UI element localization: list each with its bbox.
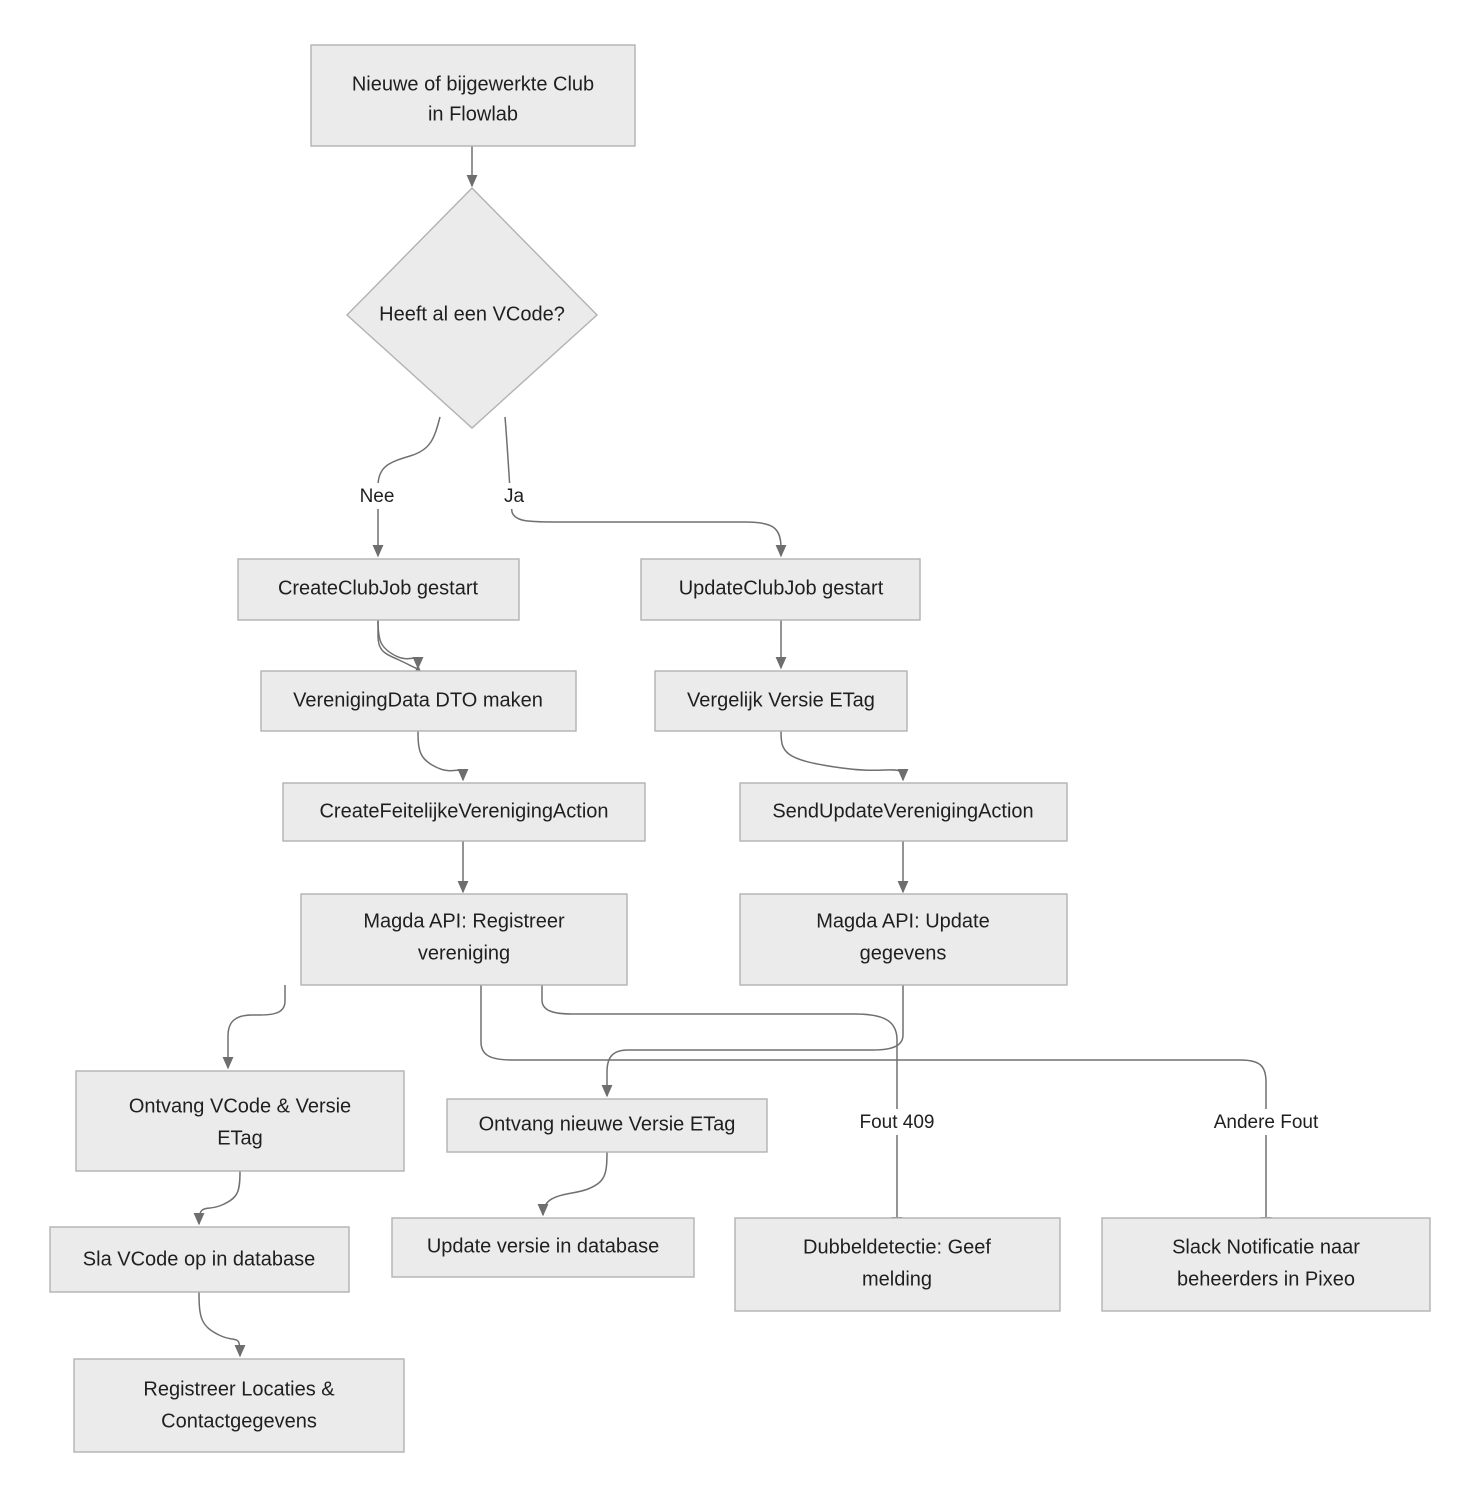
node-update-versie-in-database-box[interactable] xyxy=(391,1217,695,1278)
node-vergelijk-versie-etag-box[interactable] xyxy=(654,670,908,732)
node-updateclubjob-box[interactable] xyxy=(640,558,921,621)
node-start-label-line1: Nieuwe of bijgewerkte Club xyxy=(352,73,594,95)
edge-label-fout-409: Fout 409 xyxy=(860,1112,935,1133)
edge-label-bg-ja xyxy=(496,483,532,509)
node-decision-label: Heeft al een VCode? xyxy=(379,303,565,325)
node-registreer-locaties[interactable]: Registreer Locaties & Contactgegevens xyxy=(73,1358,405,1453)
node-magda-api-registreer-label-line2: vereniging xyxy=(418,942,510,964)
node-registreer-locaties-label-line2: Contactgegevens xyxy=(161,1410,317,1432)
edge-slavcode-to-registreerloc xyxy=(198,1291,246,1358)
node-magda-api-update-label-line1: Magda API: Update xyxy=(816,910,989,932)
node-magda-api-update-box[interactable] xyxy=(739,893,1068,986)
node-createfeitelijkevereniging-action[interactable]: CreateFeitelijkeVerenigingAction xyxy=(282,782,646,842)
node-decision[interactable]: Heeft al een VCode? xyxy=(345,187,599,429)
edge-decision-to-updatejob xyxy=(504,416,787,558)
edge-label-bg-fout409 xyxy=(851,1109,943,1135)
edge-label-nee: Nee xyxy=(360,486,395,507)
node-dubbeldetectie[interactable]: Dubbeldetectie: Geef melding xyxy=(734,1217,1061,1312)
node-dubbeldetectie-label-line1: Dubbeldetectie: Geef xyxy=(803,1236,991,1258)
edge-createjob-to-dto xyxy=(377,620,424,678)
edge-label-ja: Ja xyxy=(504,486,525,507)
node-createfeitelijkevereniging-action-label: CreateFeitelijkeVerenigingAction xyxy=(319,800,608,822)
node-ontvang-nieuwe-versie-etag[interactable]: Ontvang nieuwe Versie ETag xyxy=(446,1098,768,1153)
edge-magdareg-to-dubbel xyxy=(541,985,903,1230)
node-sendupdatevereniging-action-label: SendUpdateVerenigingAction xyxy=(772,800,1033,822)
node-vergelijk-versie-etag-label: Vergelijk Versie ETag xyxy=(687,689,875,711)
edge-createjob-to-dto-tail xyxy=(377,619,424,670)
node-verenigingdata-dto-box[interactable] xyxy=(260,670,577,732)
node-createfeitelijkevereniging-action-box[interactable] xyxy=(282,782,646,842)
node-magda-api-registreer[interactable]: Magda API: Registreer vereniging xyxy=(300,893,628,986)
node-createclubjob-label: CreateClubJob gestart xyxy=(278,577,479,599)
node-slack-notificatie-label-line1: Slack Notificatie naar xyxy=(1172,1236,1360,1258)
node-start-label-line2: in Flowlab xyxy=(428,103,518,125)
node-updateclubjob-label: UpdateClubJob gestart xyxy=(679,577,884,599)
node-ontvang-vcode-label-line2: ETag xyxy=(217,1127,263,1149)
node-verenigingdata-dto-label: VerenigingData DTO maken xyxy=(293,689,543,711)
node-updateclubjob[interactable]: UpdateClubJob gestart xyxy=(640,558,921,621)
node-ontvang-nieuwe-versie-etag-label: Ontvang nieuwe Versie ETag xyxy=(479,1113,736,1135)
node-decision-diamond[interactable] xyxy=(345,187,599,429)
node-dubbeldetectie-box[interactable] xyxy=(734,1217,1061,1312)
edge-vergelijk-to-sendaction xyxy=(780,730,909,782)
node-update-versie-in-database-label: Update versie in database xyxy=(427,1235,659,1257)
node-start[interactable]: Nieuwe of bijgewerkte Club in Flowlab xyxy=(310,44,636,147)
node-vergelijk-versie-etag[interactable]: Vergelijk Versie ETag xyxy=(654,670,908,732)
node-createclubjob[interactable]: CreateClubJob gestart xyxy=(237,558,520,621)
node-sla-vcode-op-in-database[interactable]: Sla VCode op in database xyxy=(49,1226,350,1293)
node-registreer-locaties-label-line1: Registreer Locaties & xyxy=(143,1378,335,1400)
edge-label-layer: Nee Ja Fout 409 Andere Fout xyxy=(352,483,1327,1135)
node-update-versie-in-database[interactable]: Update versie in database xyxy=(391,1217,695,1278)
node-magda-api-registreer-label-line1: Magda API: Registreer xyxy=(363,910,565,932)
node-dubbeldetectie-label-line2: melding xyxy=(862,1268,932,1290)
node-magda-api-update[interactable]: Magda API: Update gegevens xyxy=(739,893,1068,986)
edge-magdareg-to-slack xyxy=(480,985,1272,1230)
node-ontvang-vcode-versie-etag[interactable]: Ontvang VCode & Versie ETag xyxy=(75,1070,405,1172)
node-slack-notificatie-box[interactable] xyxy=(1101,1217,1431,1312)
node-sla-vcode-op-in-database-box[interactable] xyxy=(49,1226,350,1293)
edge-label-andere-fout: Andere Fout xyxy=(1214,1112,1319,1133)
node-ontvang-vcode-versie-etag-box[interactable] xyxy=(75,1070,405,1172)
node-sendupdatevereniging-action[interactable]: SendUpdateVerenigingAction xyxy=(739,782,1068,842)
edge-dto-to-createaction xyxy=(417,730,469,782)
node-ontvang-nieuwe-versie-etag-box[interactable] xyxy=(446,1098,768,1153)
node-magda-api-registreer-box[interactable] xyxy=(300,893,628,986)
edge-ontvangetag-to-updateversie xyxy=(537,1151,608,1217)
node-slack-notificatie-label-line2: beheerders in Pixeo xyxy=(1177,1268,1355,1290)
node-ontvang-vcode-label-line1: Ontvang VCode & Versie xyxy=(129,1095,351,1117)
edge-decision-to-createjob xyxy=(372,416,441,558)
node-start-box[interactable] xyxy=(310,44,636,147)
node-magda-api-update-label-line2: gegevens xyxy=(860,942,947,964)
edge-ontvangvcode-to-slavcode xyxy=(193,1170,241,1226)
node-sendupdatevereniging-action-box[interactable] xyxy=(739,782,1068,842)
edge-magdaupd-to-ontvangetag xyxy=(601,985,904,1098)
edge-layer xyxy=(193,146,1272,1358)
node-verenigingdata-dto[interactable]: VerenigingData DTO maken xyxy=(260,670,577,732)
edge-magdareg-to-ontvangvcode xyxy=(222,985,286,1070)
edge-label-bg-nee xyxy=(352,483,402,509)
node-createclubjob-box[interactable] xyxy=(237,558,520,621)
edge-label-bg-anderefout xyxy=(1205,1109,1327,1135)
node-sla-vcode-op-in-database-label: Sla VCode op in database xyxy=(83,1248,315,1270)
node-layer: Nieuwe of bijgewerkte Club in Flowlab He… xyxy=(49,44,1431,1453)
node-registreer-locaties-box[interactable] xyxy=(73,1358,405,1453)
node-slack-notificatie[interactable]: Slack Notificatie naar beheerders in Pix… xyxy=(1101,1217,1431,1312)
